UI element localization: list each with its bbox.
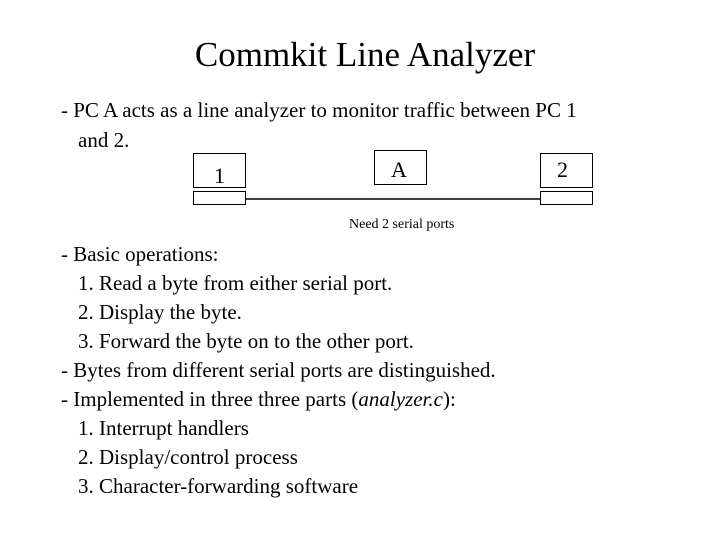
serial-ports-note: Need 2 serial ports: [349, 217, 455, 232]
basic-ops-item-3: 3. Forward the byte on to the other port…: [78, 329, 414, 353]
basic-ops-item-1: 1. Read a byte from either serial port.: [78, 271, 393, 295]
pc-1-monitor: [193, 153, 246, 188]
pc-2-label: 2: [557, 157, 568, 182]
intro-line-1: - PC A acts as a line analyzer to monito…: [61, 98, 577, 122]
implemented-suffix: ):: [442, 387, 456, 411]
pc-1-label: 1: [214, 163, 225, 188]
pc-2-base: [540, 191, 593, 205]
pc-a-label: A: [391, 157, 407, 182]
pc-2-monitor: [540, 153, 593, 188]
basic-ops-heading: - Basic operations:: [61, 242, 219, 266]
implemented-line: - Implemented in three three parts (anal…: [61, 386, 456, 412]
basic-ops-item-2: 2. Display the byte.: [78, 300, 242, 324]
implemented-file: analyzer.c: [358, 387, 443, 411]
implemented-item-1: 1. Interrupt handlers: [78, 416, 249, 440]
intro-line-2: and 2.: [78, 128, 130, 152]
pc-1-base: [193, 191, 246, 205]
slide-title: Commkit Line Analyzer: [194, 35, 536, 74]
bytes-note: - Bytes from different serial ports are …: [61, 358, 496, 382]
pc-a-monitor: [374, 150, 427, 185]
implemented-prefix: - Implemented in three three parts (: [61, 387, 359, 411]
implemented-item-3: 3. Character-forwarding software: [78, 474, 359, 498]
implemented-item-2: 2. Display/control process: [78, 445, 298, 469]
